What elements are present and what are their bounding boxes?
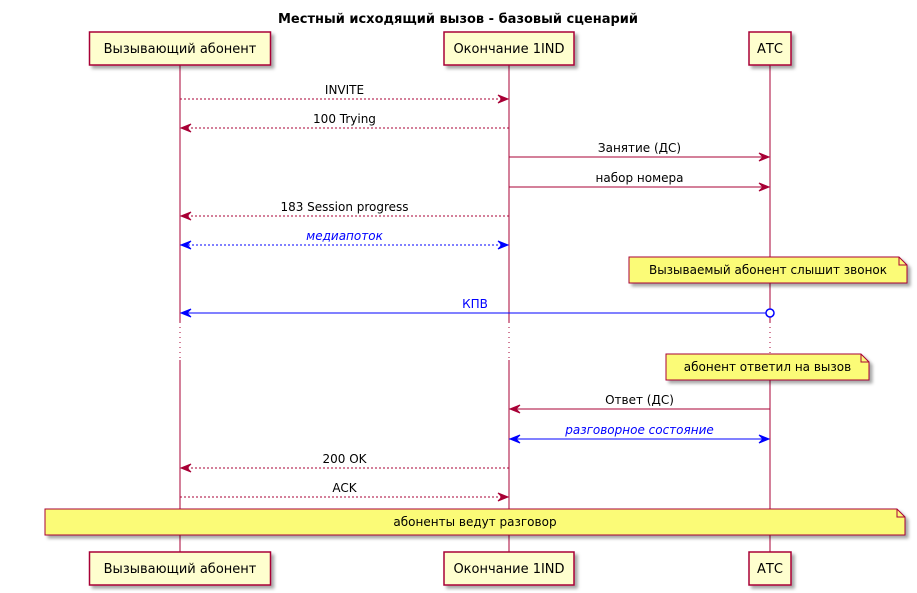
participant-label: Вызывающий абонент xyxy=(104,562,257,577)
message-label: ACK xyxy=(332,481,357,495)
participant-label: Окончание 1IND xyxy=(453,562,564,577)
participant-ind-bottom: Окончание 1IND xyxy=(443,551,575,586)
message-label: набор номера xyxy=(596,171,684,185)
participant-atc-top: АТС xyxy=(748,31,792,66)
message-label: медиапоток xyxy=(306,229,383,243)
note-label: Вызываемый абонент слышит звонок xyxy=(649,263,887,277)
message-arrow: ACK xyxy=(180,481,510,502)
message-label: INVITE xyxy=(325,83,364,97)
message-arrow: Ответ (ДС) xyxy=(508,393,770,414)
message-arrow: 183 Session progress xyxy=(179,200,509,221)
note-label: абонент ответил на вызов xyxy=(684,360,851,374)
note-label: абоненты ведут разговор xyxy=(393,515,556,529)
lost-message-circle xyxy=(765,308,775,318)
note: Вызываемый абонент слышит звонок xyxy=(628,256,908,284)
diagram-title: Местный исходящий вызов - базовый сценар… xyxy=(278,12,638,27)
message-label: 100 Trying xyxy=(313,112,376,126)
participant-caller-bottom: Вызывающий абонент xyxy=(88,551,272,586)
participant-label: Вызывающий абонент xyxy=(104,42,257,57)
message-arrow: 200 OK xyxy=(179,452,509,473)
lifelines xyxy=(179,65,771,552)
note: абоненты ведут разговор xyxy=(44,508,906,536)
message-label: 200 OK xyxy=(322,452,367,466)
participant-ind-top: Окончание 1IND xyxy=(443,31,575,66)
participant-label: Окончание 1IND xyxy=(453,42,564,57)
message-label: КПВ xyxy=(462,297,488,311)
message-arrow: 100 Trying xyxy=(179,112,509,133)
message-arrow: INVITE xyxy=(180,83,510,104)
message-label: Занятие (ДС) xyxy=(598,141,681,155)
message-arrow: набор номера xyxy=(509,171,771,192)
message-arrow: разговорное состояние xyxy=(508,423,771,444)
message-label: Ответ (ДС) xyxy=(605,393,674,407)
participant-label: АТС xyxy=(757,42,783,57)
message-arrow: Занятие (ДС) xyxy=(509,141,771,162)
participant-caller-top: Вызывающий абонент xyxy=(88,31,272,66)
message-arrow: КПВ xyxy=(179,297,775,318)
message-label: разговорное состояние xyxy=(564,423,714,437)
note: абонент ответил на вызов xyxy=(665,353,870,381)
participant-atc-bottom: АТС xyxy=(748,551,792,586)
message-arrow: медиапоток xyxy=(179,229,510,250)
participant-label: АТС xyxy=(757,562,783,577)
message-label: 183 Session progress xyxy=(280,200,408,214)
